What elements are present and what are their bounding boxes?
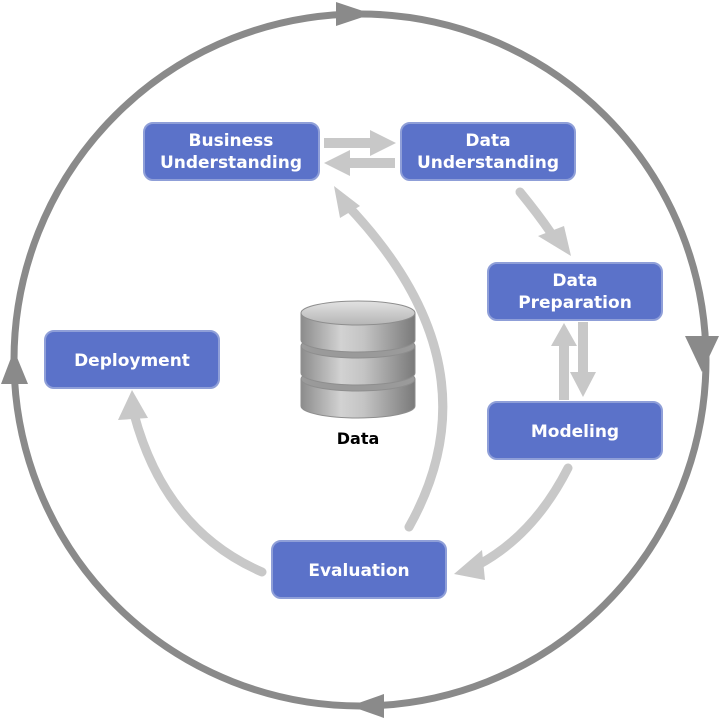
db-top-face — [300, 300, 416, 326]
database-icon — [300, 300, 416, 419]
phase-evaluation[interactable]: Evaluation — [271, 540, 447, 599]
arrow-eval-deploy — [129, 409, 267, 577]
eval-bu-arrow — [334, 186, 448, 532]
arrow-left-icon — [324, 150, 395, 176]
arrow-du-dp — [515, 187, 556, 238]
arrow-head-up-left-icon — [334, 186, 360, 218]
phase-label-line1: Business — [189, 131, 274, 151]
eval-deploy-arrow — [118, 390, 267, 577]
arrow-head-up-icon — [118, 390, 148, 420]
phase-label-line2: Understanding — [417, 153, 559, 173]
arrow-modeling-eval — [473, 463, 573, 570]
phase-label-line2: Preparation — [518, 293, 632, 313]
arrow-down-icon — [570, 322, 596, 397]
phase-data-understanding[interactable]: Data Understanding — [400, 122, 576, 181]
phase-data-preparation[interactable]: Data Preparation — [487, 262, 663, 321]
arrow-head-left-icon — [454, 550, 485, 580]
bu-du-arrows — [324, 130, 396, 176]
du-dp-arrow — [515, 187, 571, 256]
phase-label-line1: Data — [552, 271, 597, 291]
arrow-eval-bu — [341, 199, 448, 532]
center-data-label: Data — [337, 429, 380, 448]
arrow-up-icon — [551, 323, 577, 400]
phase-label-line1: Data — [465, 131, 510, 151]
phase-deployment[interactable]: Deployment — [44, 330, 220, 389]
dp-modeling-arrows — [551, 322, 596, 400]
phase-modeling[interactable]: Modeling — [487, 401, 663, 460]
phase-label: Deployment — [74, 351, 190, 371]
phase-label: Evaluation — [308, 561, 409, 581]
outer-arrow-bottom-icon — [350, 694, 384, 718]
arrow-right-icon — [324, 130, 396, 156]
outer-arrow-top-icon — [336, 2, 372, 26]
outer-arrow-right-icon — [685, 336, 719, 372]
phase-business-understanding[interactable]: Business Understanding — [143, 122, 320, 181]
modeling-eval-arrow — [454, 463, 573, 580]
phase-label: Modeling — [531, 422, 619, 442]
outer-arrow-left-icon — [1, 350, 28, 384]
arrow-head-down-right-icon — [538, 226, 571, 256]
phase-label-line2: Understanding — [160, 153, 302, 173]
